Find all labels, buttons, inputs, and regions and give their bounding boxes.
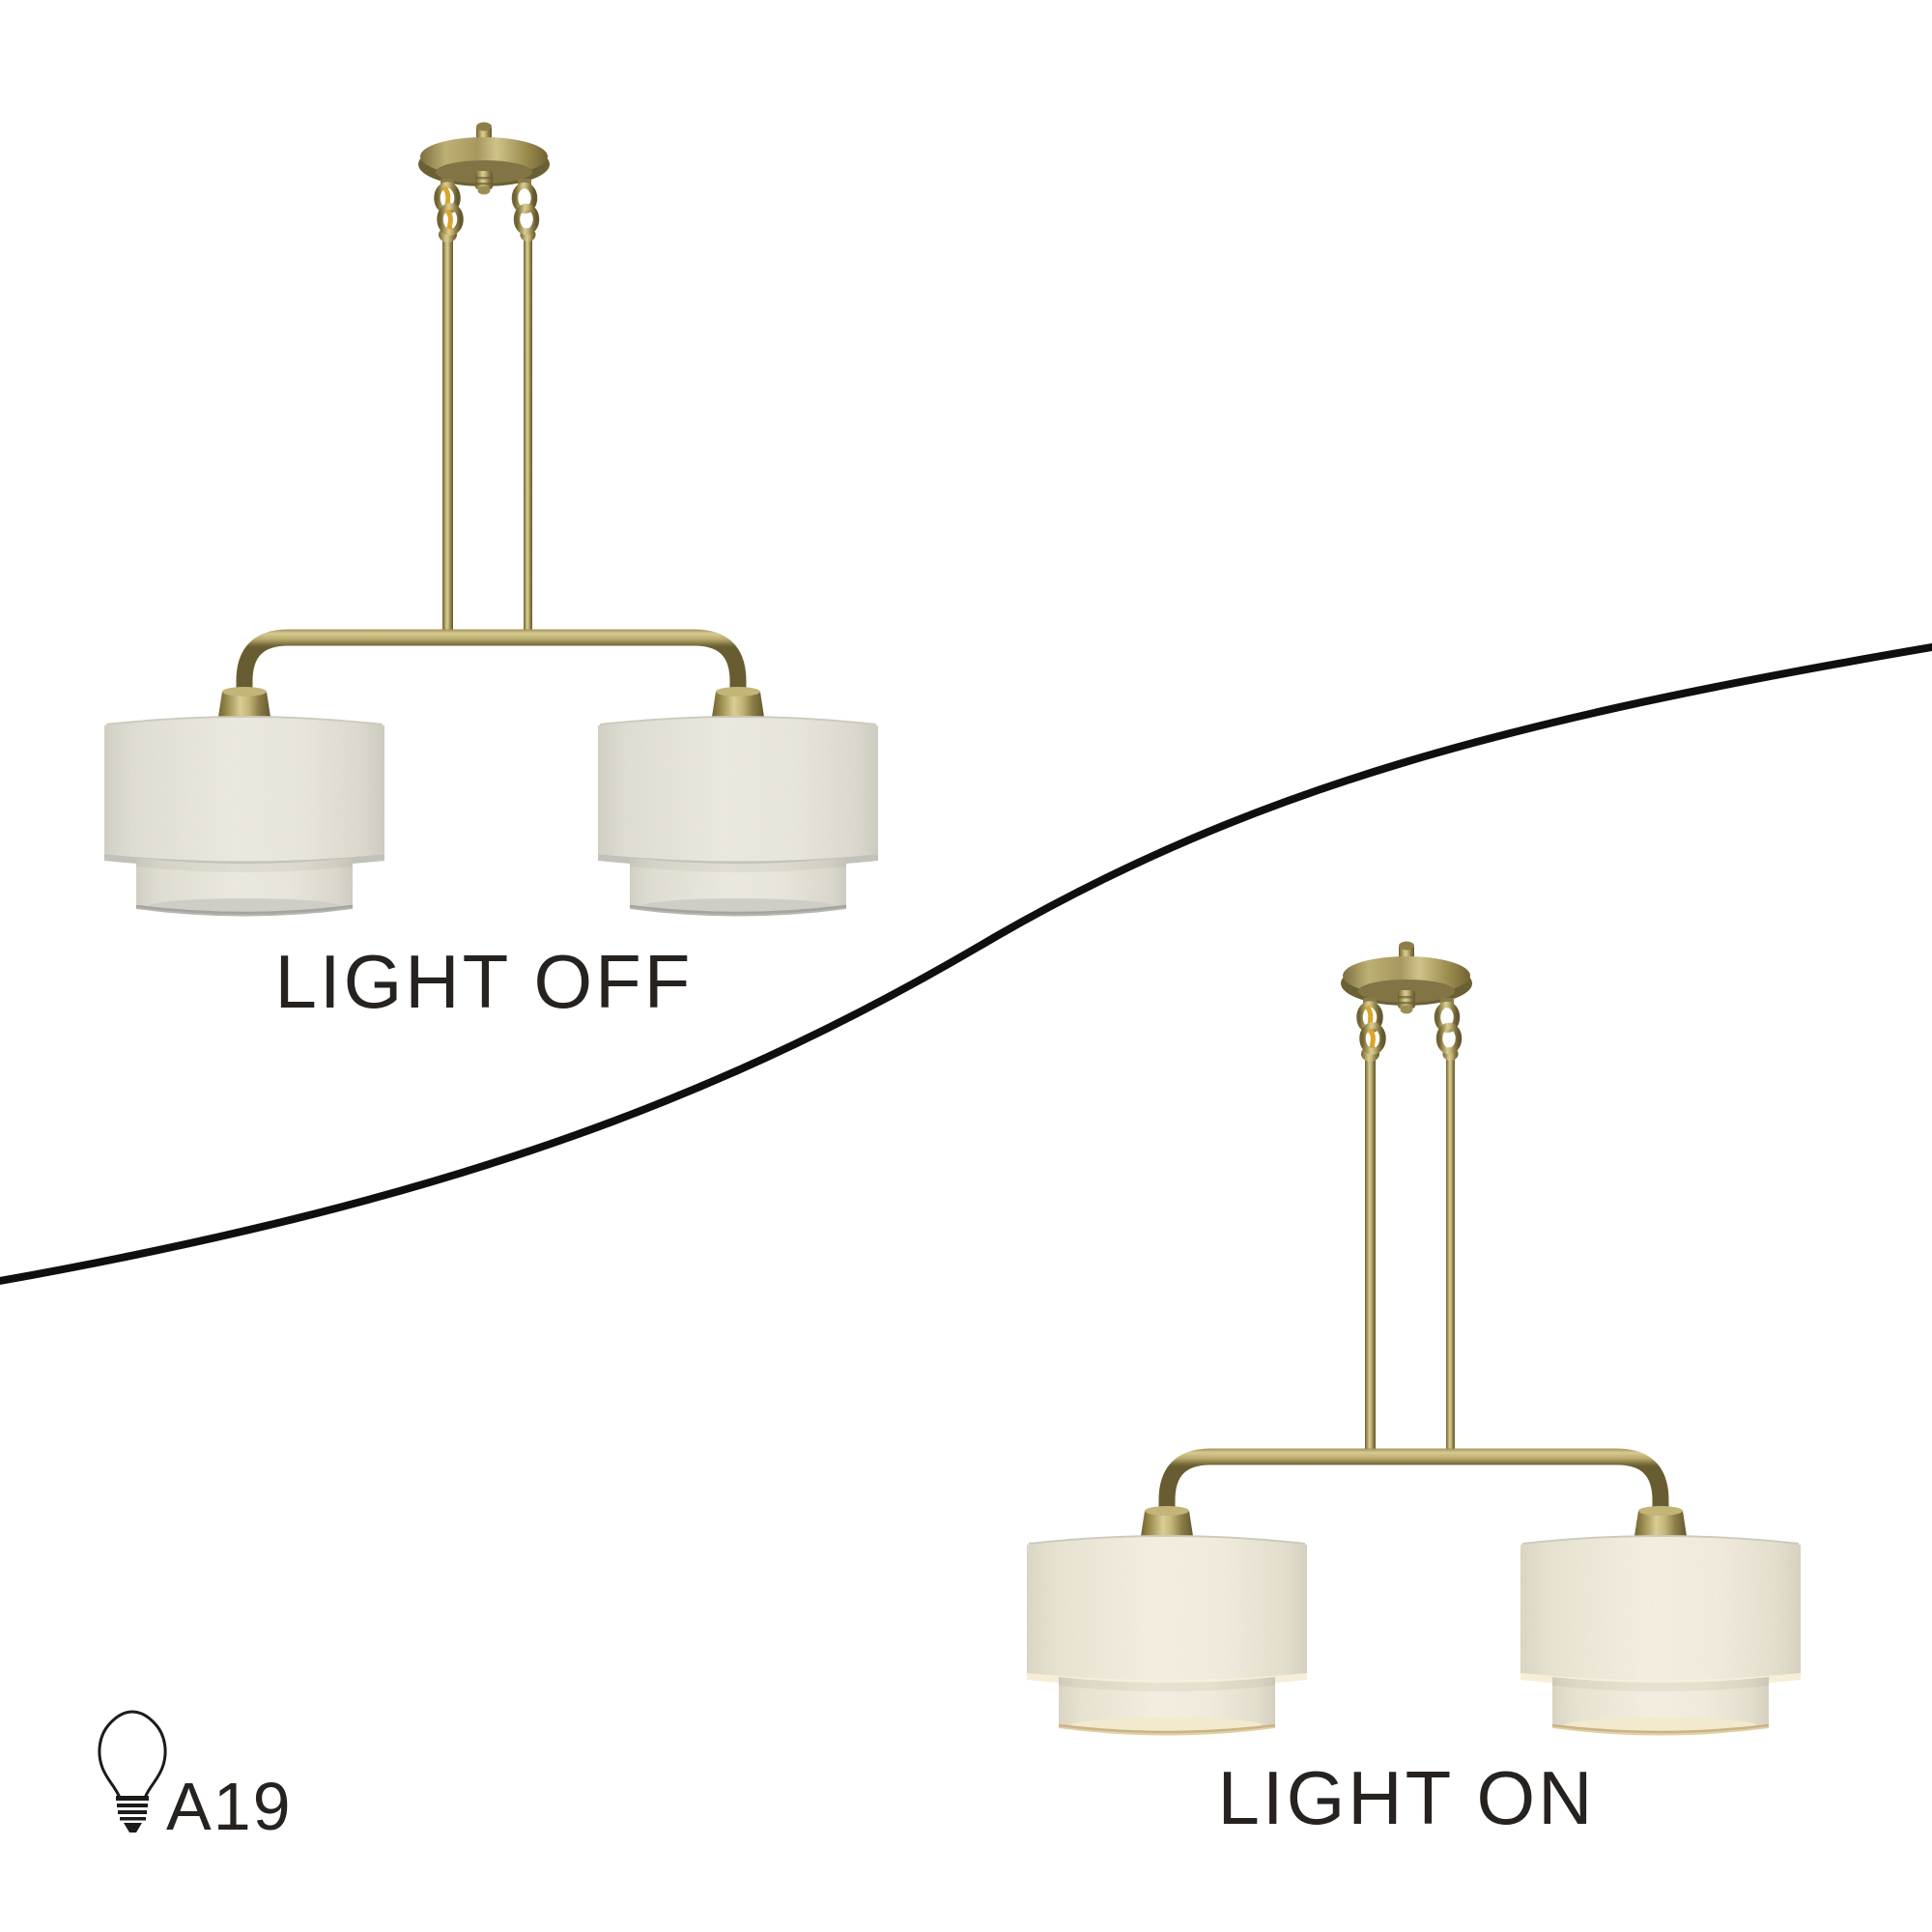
pendant-light-on [1027,942,1801,1736]
bulb-screw-base [116,1796,149,1833]
light-on-label: LIGHT ON [1217,1755,1596,1840]
bulb-glass-outline [98,1710,167,1800]
light-off-label: LIGHT OFF [274,939,694,1024]
divider-curve-line [0,643,1932,1285]
a19-bulb-icon [98,1710,167,1833]
bulb-size-label: A19 [166,1769,293,1844]
pendant-light-off [104,123,878,917]
